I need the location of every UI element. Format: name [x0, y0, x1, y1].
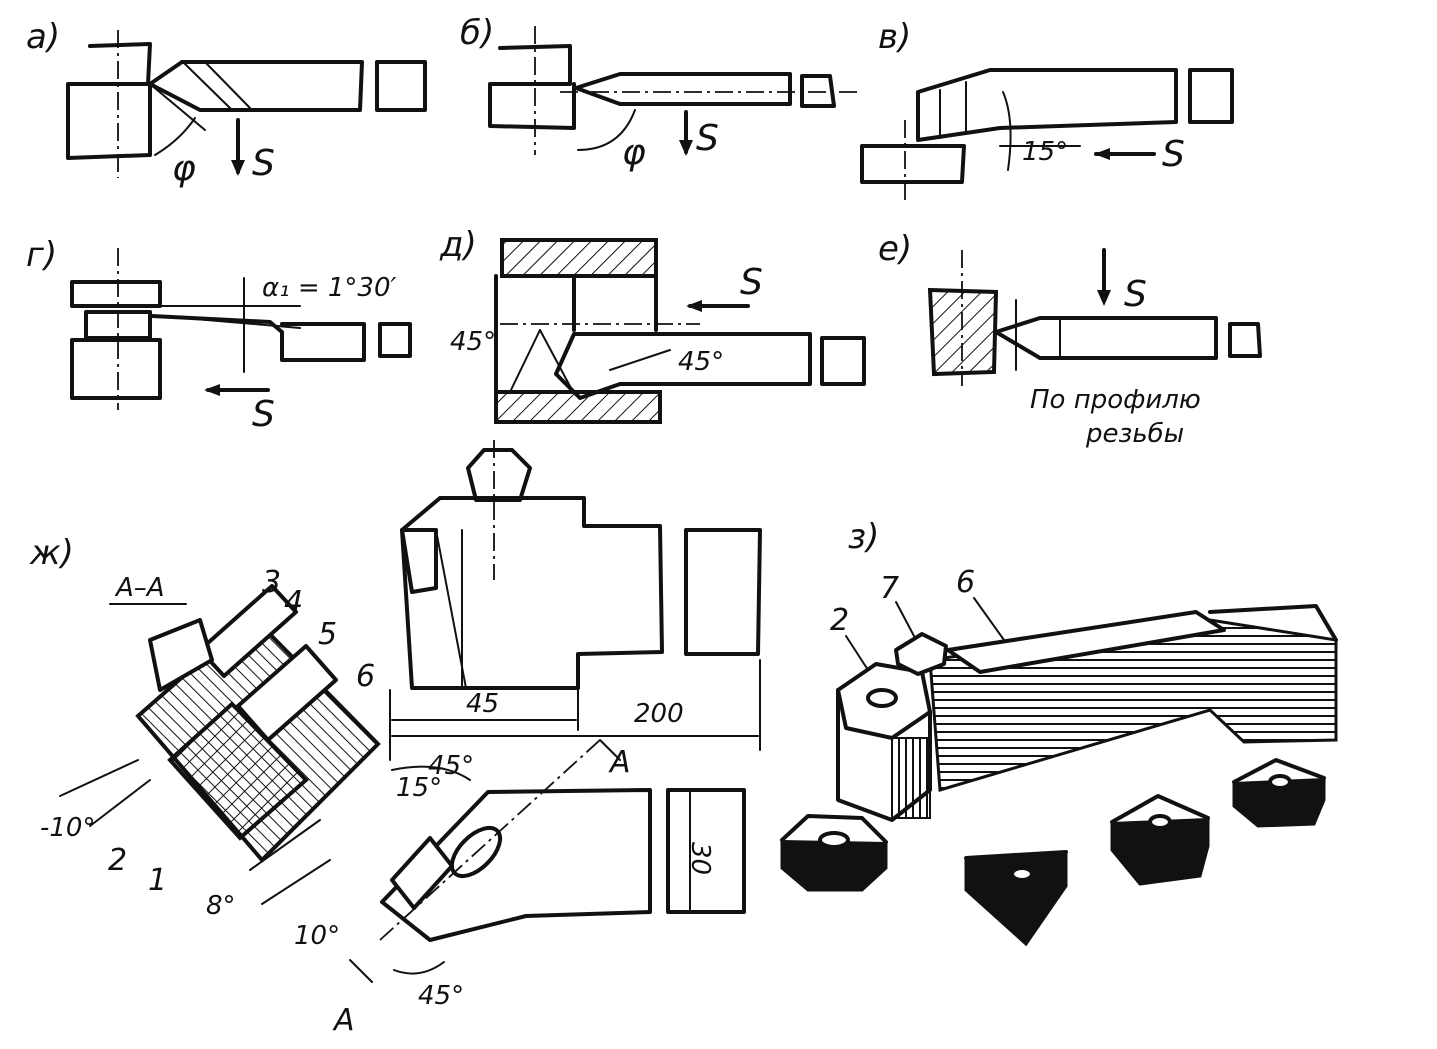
dim-30: 30 [685, 842, 715, 875]
section-mark-top: А [608, 745, 631, 780]
angle-45-top: 45° [428, 751, 474, 781]
insert-pentagon-1 [1110, 794, 1210, 886]
section-label: А–А [114, 573, 165, 603]
panel-z: з) 7 6 2 [780, 517, 1338, 947]
dim-200: 200 [634, 699, 684, 729]
callout-6: 6 [356, 659, 375, 694]
callout-4: 4 [284, 585, 303, 620]
panel-zh-label: ж) [29, 533, 74, 573]
feed-label: S [696, 118, 719, 159]
feed-label: S [740, 262, 763, 303]
panel-v: в) 15° S [860, 17, 1234, 200]
feed-label: S [1162, 134, 1185, 175]
note-line1: По профилю [1030, 385, 1201, 415]
panel-d: д) 45° 45° S [439, 225, 866, 424]
callout-6: 6 [956, 565, 975, 600]
angle-label: 15° [1022, 137, 1068, 167]
angle-8: 8° [206, 891, 236, 921]
tool-shank [148, 60, 364, 112]
insert-triangle [964, 850, 1068, 947]
callout-7: 7 [880, 571, 899, 606]
panel-a-label: а) [26, 17, 60, 57]
panel-b: б) φ S [460, 13, 860, 173]
panel-v-label: в) [878, 17, 911, 57]
workpiece [66, 42, 152, 160]
feed-label: S [252, 143, 275, 184]
insert-pentagon-2 [1232, 758, 1326, 828]
angle-45-bottom: 45° [418, 981, 464, 1011]
angle-minus10: -10° [40, 813, 95, 843]
angle-15: 15° [396, 773, 442, 803]
insert-hex [780, 814, 888, 892]
angle-10: 10° [294, 921, 340, 951]
angle-label: α₁ = 1°30′ [262, 273, 397, 303]
panel-a: а) φ S [26, 17, 427, 189]
panel-d-label: д) [439, 225, 477, 265]
panel-b-label: б) [460, 13, 494, 53]
panel-e: е) S По профилю резьбы [878, 229, 1262, 449]
angle-label-right: 45° [678, 347, 724, 377]
angle-label: φ [622, 132, 646, 173]
callout-5: 5 [318, 617, 337, 652]
panel-zh: ж) А–А 3 4 5 6 2 1 -10° 8° 10° 45 [29, 440, 762, 1038]
feed-label: S [1124, 274, 1147, 315]
callout-2: 2 [108, 843, 127, 878]
angle-label: φ [172, 148, 196, 189]
panel-z-label: з) [848, 517, 879, 557]
note-line2: резьбы [1085, 419, 1184, 449]
callout-2: 2 [830, 603, 849, 638]
callout-1: 1 [148, 863, 167, 898]
feed-label: S [252, 394, 275, 435]
panel-e-label: е) [878, 229, 912, 269]
panel-g: г) α₁ = 1°30′ S [26, 235, 412, 435]
callout-3: 3 [262, 565, 281, 600]
dim-45: 45 [466, 689, 499, 719]
panel-g-label: г) [26, 235, 57, 275]
section-mark-bottom: А [332, 1003, 355, 1038]
angle-label-left: 45° [450, 327, 496, 357]
